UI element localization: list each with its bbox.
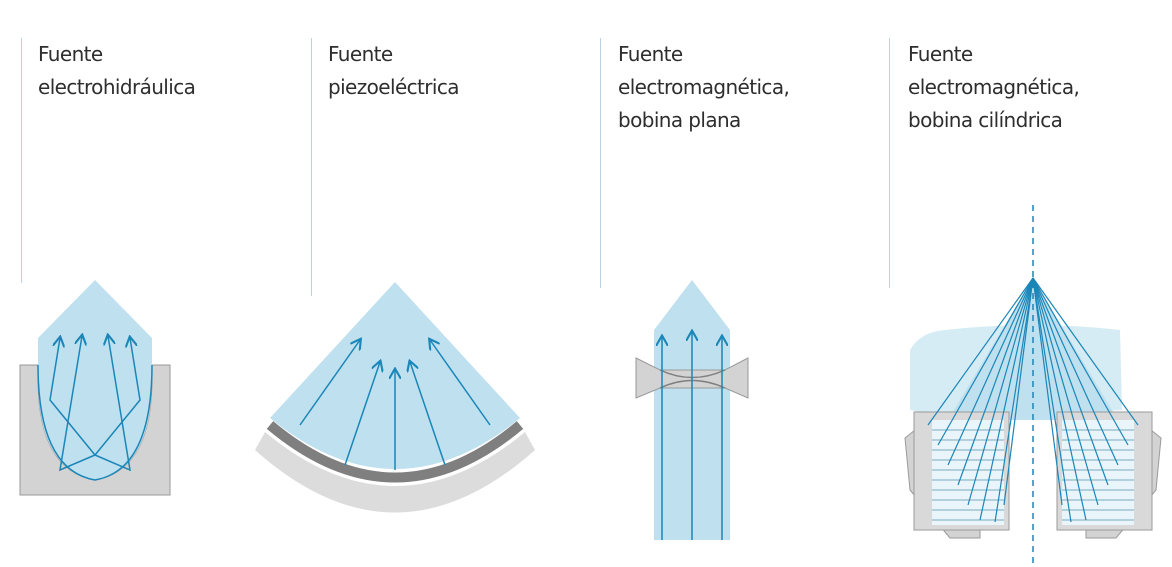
piezo-dish [266, 421, 524, 483]
divider-line [311, 38, 312, 296]
divider-line [889, 38, 890, 288]
panel-piezoelectrica: Fuente piezoeléctrica [255, 0, 580, 567]
shockwave-beam [38, 280, 152, 480]
transducer-backing [255, 432, 535, 513]
panel-bobina-plana: Fuente electromagnética, bobina plana [580, 0, 870, 567]
electrohydraulic-source-diagram [19, 280, 171, 496]
label-bobina-plana: Fuente electromagnética, bobina plana [618, 42, 790, 132]
cylindrical-coil-source-diagram [904, 205, 1162, 567]
reflection-arrows [49, 336, 141, 472]
label-electrohidraulica: Fuente electrohidráulica [38, 42, 196, 99]
piezoelectric-source-diagram [255, 282, 535, 513]
ellipsoid-reflector [37, 364, 153, 481]
label-piezoelectrica: Fuente piezoeléctrica [328, 42, 460, 99]
focus-arrows [299, 340, 491, 470]
coil-windings [932, 429, 1134, 521]
panel-bobina-cilindrica: Fuente electromagnética, bobina cilíndri… [870, 0, 1172, 567]
coil-core-left [932, 420, 1004, 525]
divider-line [21, 38, 22, 283]
coil-core-right [1062, 420, 1134, 525]
label-bobina-cilindrica: Fuente electromagnética, bobina cilíndri… [908, 42, 1080, 132]
divider-line [600, 38, 601, 288]
panel-electrohidraulica: Fuente electrohidráulica [0, 0, 290, 567]
flat-coil-source-diagram [635, 280, 749, 540]
focused-rays [927, 277, 1139, 523]
parallel-arrows [662, 332, 722, 540]
